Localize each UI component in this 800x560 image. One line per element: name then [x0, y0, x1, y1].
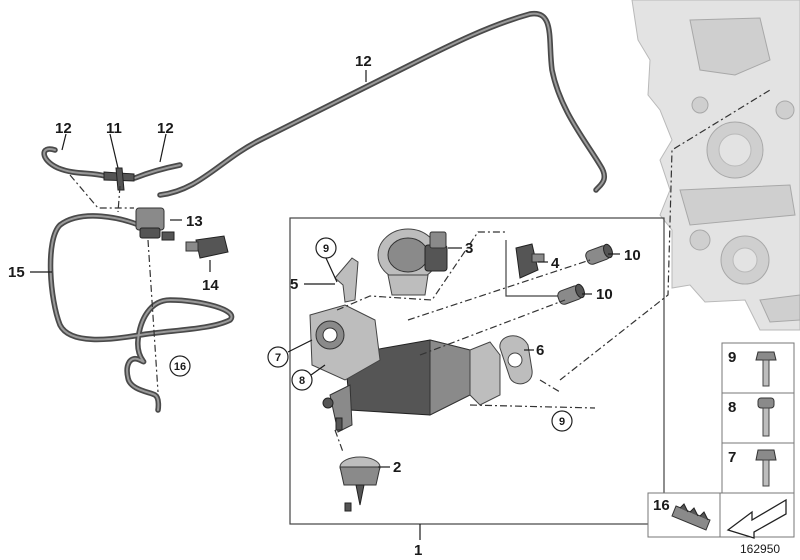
callout-10-lower: 10	[596, 286, 613, 303]
legend-box-9	[721, 342, 795, 394]
dash-lines	[69, 89, 771, 453]
pressure-converter-13	[135, 207, 175, 241]
arrow-icon	[726, 498, 787, 539]
vacuum-hose-12	[157, 11, 607, 198]
callout-1: 1	[414, 542, 422, 559]
callout-14: 14	[202, 277, 219, 294]
circled-callouts: 9 7 8 9 16	[169, 237, 573, 432]
callout-4: 4	[551, 255, 560, 272]
bracket-5	[334, 257, 359, 303]
svg-text:9: 9	[559, 416, 565, 428]
legend-label-16: 16	[653, 497, 670, 514]
clamp-set-icon	[671, 503, 711, 531]
callout-6: 6	[536, 342, 544, 359]
callout-labels: 12 11 12 12 13 14 15 3 4 5 6 10 10 2 1	[8, 53, 641, 559]
callout-10-upper: 10	[624, 247, 641, 264]
callout-7-circle: 7	[267, 339, 313, 368]
vacuum-hose-15	[47, 213, 235, 413]
callout-3: 3	[465, 240, 473, 257]
sub-frame-4	[505, 240, 574, 297]
svg-text:8: 8	[299, 375, 305, 387]
egr-valve-3	[377, 228, 448, 296]
leader-lines	[30, 70, 620, 540]
callout-11: 11	[106, 120, 122, 137]
callout-12-left: 12	[55, 120, 72, 137]
svg-text:7: 7	[275, 352, 281, 364]
callout-2: 2	[393, 459, 401, 476]
hex-bolt-icon	[755, 449, 777, 487]
callout-9-circle-bottom: 9	[551, 410, 573, 432]
egr-cooler-1	[309, 304, 501, 433]
callout-12-right: 12	[157, 120, 174, 137]
callout-15: 15	[8, 264, 25, 281]
torx-bolt-icon	[755, 351, 777, 387]
fastener-legend: 9 8 7 16	[647, 342, 795, 539]
callout-9-circle-top: 9	[315, 237, 338, 283]
sleeve-10-upper	[585, 243, 613, 265]
callout-5: 5	[290, 276, 298, 293]
connector-14	[185, 235, 229, 259]
assembly-frame	[289, 217, 665, 525]
socket-bolt-icon	[757, 397, 775, 437]
svg-text:16: 16	[174, 361, 186, 373]
engine-block	[631, 0, 800, 331]
callout-12-top: 12	[355, 53, 372, 70]
legend-label-9: 9	[728, 349, 736, 366]
legend-label-8: 8	[728, 399, 736, 416]
diagram-id: 162950	[740, 542, 780, 556]
sensor-4	[515, 243, 545, 279]
sleeve-10-lower	[557, 283, 585, 305]
legend-label-7: 7	[728, 449, 736, 466]
gasket-6	[499, 335, 533, 385]
vacuum-actuator-2	[339, 456, 381, 512]
hose-set-11-12	[41, 146, 183, 191]
callout-8-circle: 8	[291, 364, 326, 391]
callout-16-circle: 16	[169, 355, 191, 377]
svg-text:9: 9	[323, 243, 329, 255]
callout-13: 13	[186, 213, 203, 230]
